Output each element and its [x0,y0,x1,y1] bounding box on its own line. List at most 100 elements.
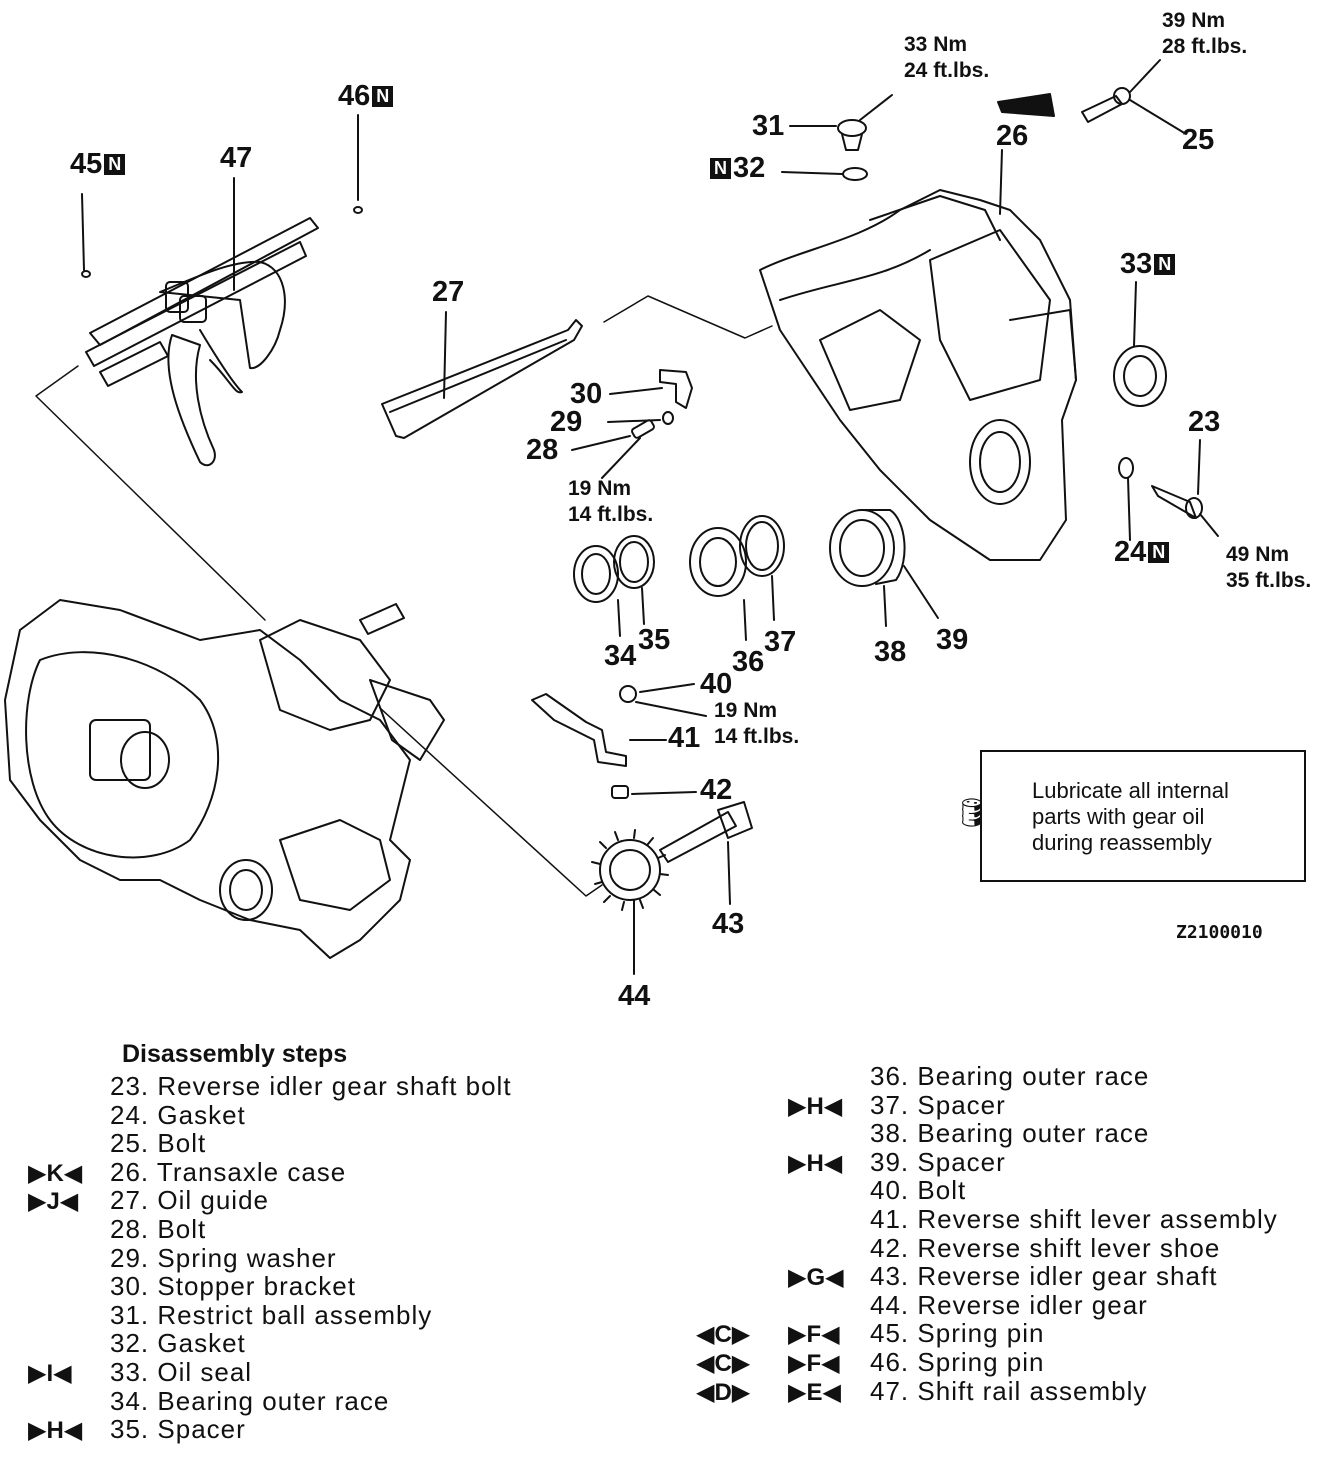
callout-43: 43 [712,908,745,940]
callout-37: 37 [764,626,797,658]
step-number: 44. [870,1289,910,1320]
step-number: 33. [110,1357,150,1387]
step-number: 45. [870,1318,910,1349]
step-label: Reverse shift lever shoe [917,1232,1221,1263]
service-mark: ▶J◀ [28,1188,79,1216]
step-label: Reverse idler gear shaft [917,1261,1218,1292]
oil-can-icon: 🛢 [954,797,990,828]
step-label: Bolt [157,1214,207,1244]
step-number: 30. [110,1271,150,1302]
torque-spec-23: 49 Nm 35 ft.lbs. [1226,543,1312,592]
step-label: Gasket [157,1328,246,1359]
step-label: Stopper bracket [157,1271,356,1302]
step-item: 23. Reverse idler gear shaft bolt [110,1072,512,1100]
step-item: 37. Spacer [870,1091,1006,1119]
step-label: Spacer [917,1146,1006,1177]
callout-44: 44 [618,980,651,1012]
step-label: Reverse idler gear [917,1289,1148,1320]
callout-26: 26 [996,120,1029,152]
step-number: 25. [110,1128,150,1159]
step-label: Transaxle case [156,1156,347,1187]
exploded-view-diagram [4,59,1219,975]
callout-38: 38 [874,636,907,668]
service-mark: ▶H◀ [788,1092,843,1120]
step-item: 40. Bolt [870,1176,966,1204]
oil-guide [381,311,583,439]
step-item: 41. Reverse shift lever assembly [870,1205,1278,1233]
step-label: Restrict ball assembly [157,1299,433,1330]
step-label: Bearing outer race [917,1118,1150,1149]
step-item: 35. Spacer [110,1415,246,1443]
step-number: 37. [870,1089,910,1120]
torque-spec-31: 33 Nm 24 ft.lbs. [904,33,990,82]
n-badge: N [1148,542,1170,563]
step-label: Shift rail assembly [917,1375,1148,1406]
callout-27: 27 [432,276,465,308]
n-badge: N [104,154,126,175]
service-mark: ▶I◀ [28,1360,72,1387]
step-label: Bolt [917,1175,967,1206]
step-label: Spring pin [917,1347,1045,1377]
service-mark: ▶H◀ [788,1149,843,1177]
service-mark: ▶F◀ [788,1350,840,1377]
callout-42: 42 [700,774,733,806]
step-number: 23. [110,1071,150,1101]
step-number: 34. [110,1385,150,1416]
callout-36: 36 [732,646,765,678]
step-label: Spacer [157,1414,246,1445]
callout-23: 23 [1188,406,1221,438]
callout-41: 41 [668,722,701,754]
step-number: 39. [870,1146,910,1177]
step-item: 33. Oil seal [110,1358,252,1386]
clutch-housing-assembly [4,599,445,959]
n-badge: N [710,158,731,179]
step-item: 32. Gasket [110,1329,246,1357]
step-item: 44. Reverse idler gear [870,1291,1148,1319]
assembly-leader-lines [35,295,773,897]
step-label: Spring washer [157,1242,337,1273]
step-label: Gasket [157,1099,246,1130]
step-number: 26. [110,1156,150,1187]
step-label: Reverse shift lever assembly [917,1204,1278,1234]
step-item: 39. Spacer [870,1148,1006,1176]
steps-title: Disassembly steps [122,1040,348,1068]
lubrication-note-box: 🛢 Lubricate all internal parts with gear… [954,750,1306,882]
step-number: 28. [110,1214,150,1244]
step-number: 43. [870,1261,910,1292]
service-mark: ▶H◀ [28,1417,83,1445]
callout-29: 29 [550,406,583,438]
step-number: 31. [110,1299,150,1330]
service-mark: ▶K◀ [28,1159,83,1187]
step-item: 45. Spring pin [870,1319,1044,1347]
callout-28: 28 [526,434,559,466]
step-label: Bolt [157,1128,207,1159]
callout-39: 39 [936,624,969,656]
torque-spec-40: 19 Nm 14 ft.lbs. [714,699,800,748]
step-item: 34. Bearing outer race [110,1387,389,1415]
n-badge: N [372,86,394,107]
torque-spec-25: 39 Nm 28 ft.lbs. [1162,9,1248,58]
callout-34: 34 [604,640,637,672]
step-number: 35. [110,1414,150,1445]
service-mark: ▶F◀ [788,1321,840,1349]
callout-35: 35 [638,624,671,656]
step-item: 46. Spring pin [870,1348,1044,1376]
callout-31: 31 [752,110,785,142]
step-label: Bearing outer race [917,1061,1150,1091]
step-item: 27. Oil guide [110,1186,269,1214]
service-mark-pre: ◀C▶ [696,1350,751,1377]
step-number: 42. [870,1232,910,1263]
step-item: 42. Reverse shift lever shoe [870,1234,1220,1262]
step-item: 29. Spring washer [110,1244,337,1272]
lubrication-note-text: Lubricate all internal parts with gear o… [1032,778,1229,855]
service-mark-pre: ◀D▶ [696,1378,751,1406]
step-label: Bearing outer race [157,1385,390,1416]
step-item: 38. Bearing outer race [870,1119,1149,1147]
figure-id: Z2100010 [1176,922,1263,943]
step-label: Oil guide [157,1185,270,1216]
callout-40: 40 [700,668,733,700]
